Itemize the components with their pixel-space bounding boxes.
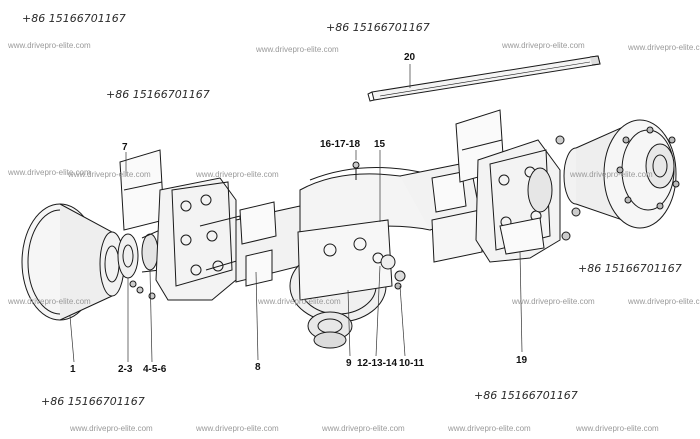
callout-4-5-6: 4-5-6 <box>143 364 167 375</box>
watermark-site: www.drivepro-elite.com <box>70 424 153 433</box>
watermark-phone: +86 15166701167 <box>326 21 430 34</box>
watermark-site: www.drivepro-elite.com <box>196 170 279 179</box>
callout-12-13-14: 12-13-14 <box>357 358 398 369</box>
callout-19: 19 <box>516 355 528 366</box>
watermark-phone: +86 15166701167 <box>22 12 126 25</box>
callout-10-11: 10-11 <box>399 358 425 369</box>
watermark-site: www.drivepro-elite.com <box>196 424 279 433</box>
left-brake-assembly-7 <box>119 149 241 301</box>
axle-housing <box>235 161 483 287</box>
watermark-site: www.drivepro-elite.com <box>256 45 339 54</box>
callout-7: 7 <box>122 142 128 153</box>
callout-20: 20 <box>404 52 416 63</box>
callout-9: 9 <box>346 358 352 369</box>
watermark-site: www.drivepro-elite.com <box>258 297 341 306</box>
watermark-site: www.drivepro-elite.com <box>8 168 91 177</box>
callout-8: 8 <box>255 362 261 373</box>
watermark-site: www.drivepro-elite.com <box>448 424 531 433</box>
left-brake-drum-1 <box>21 203 125 321</box>
callout-1: 1 <box>70 364 76 375</box>
right-brake-assembly-19 <box>455 109 589 263</box>
leader-lines <box>69 64 523 363</box>
watermark-site: www.drivepro-elite.com <box>8 297 91 306</box>
differential-assembly <box>289 219 406 349</box>
watermark-site: www.drivepro-elite.com <box>512 297 595 306</box>
watermark-site: www.drivepro-elite.com <box>322 424 405 433</box>
watermark-phone: +86 15166701167 <box>578 262 682 275</box>
left-hub-bearings <box>117 229 161 300</box>
watermark-site: www.drivepro-elite.com <box>628 43 700 52</box>
watermark-site: www.drivepro-elite.com <box>68 170 151 179</box>
right-brake-drum <box>563 119 680 229</box>
watermark-site: www.drivepro-elite.com <box>570 170 653 179</box>
watermark-site: www.drivepro-elite.com <box>576 424 659 433</box>
watermark-site: www.drivepro-elite.com <box>628 297 700 306</box>
watermark-phone: +86 15166701167 <box>41 395 145 408</box>
axle-shaft-20 <box>367 55 601 102</box>
watermark-phone: +86 15166701167 <box>106 88 210 101</box>
watermark-site: www.drivepro-elite.com <box>502 41 585 50</box>
watermark-site: www.drivepro-elite.com <box>8 41 91 50</box>
callout-16-17-18: 16-17-18 <box>320 139 361 150</box>
callout-2-3: 2-3 <box>118 364 133 375</box>
watermark-phone: +86 15166701167 <box>474 389 578 402</box>
callout-15: 15 <box>374 139 386 150</box>
